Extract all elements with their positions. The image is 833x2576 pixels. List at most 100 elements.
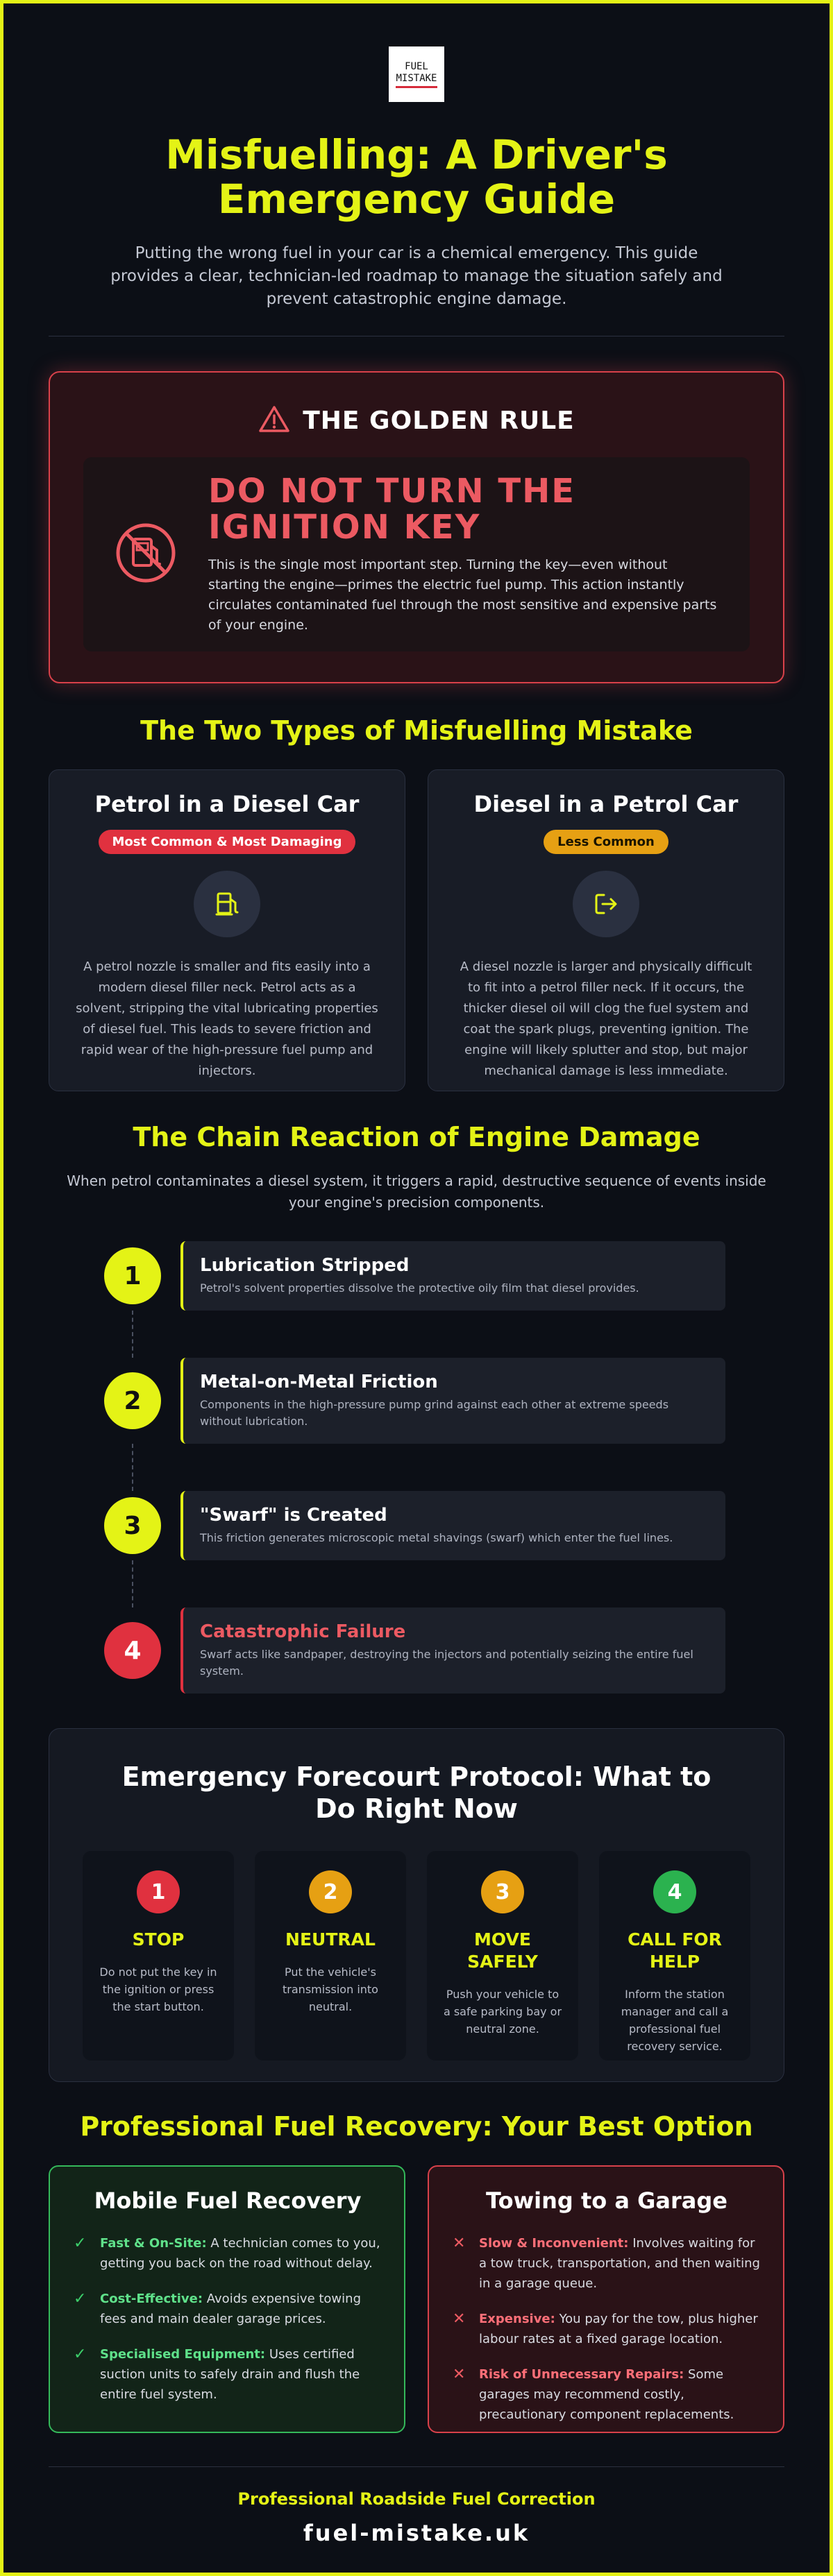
protocol-step-title: NEUTRAL [285, 1929, 376, 1950]
step-number: 3 [104, 1497, 161, 1554]
logo-line-1: FUEL [405, 60, 428, 72]
protocol-step-text: Push your vehicle to a safe parking bay … [443, 1988, 562, 2036]
mistake-card-text: A petrol nozzle is smaller and fits easi… [76, 959, 378, 1078]
protocol-step-text: Do not put the key in the ignition or pr… [99, 1965, 217, 2013]
step-text: Swarf acts like sandpaper, destroying th… [200, 1648, 693, 1678]
severity-badge: Less Common [544, 830, 668, 854]
protocol-step-number: 4 [653, 1870, 696, 1913]
recovery-cards: Mobile Fuel Recovery ✓ Fast & On-Site: A… [49, 2165, 784, 2433]
protocol-step-text: Inform the station manager and call a pr… [621, 1988, 729, 2053]
item-text: A technician comes to you, getting you b… [100, 2236, 380, 2271]
chain-steps: 1 Lubrication Stripped Petrol's solvent … [104, 1241, 736, 1694]
list-item: ✕ Risk of Unnecessary Repairs: Some gara… [453, 2364, 761, 2425]
protocol-step-title: STOP [132, 1929, 185, 1950]
step-title: "Swarf" is Created [200, 1505, 387, 1526]
mistake-card-text: A diesel nozzle is larger and physically… [460, 959, 752, 1078]
step-title: Metal-on-Metal Friction [200, 1372, 438, 1392]
step-title: Catastrophic Failure [200, 1621, 406, 1642]
item-text: Involves waiting for a tow truck, transp… [479, 2236, 760, 2291]
item-text: Avoids expensive towing fees and main de… [100, 2292, 361, 2326]
step-title: Lubrication Stripped [200, 1255, 410, 1276]
golden-rule-heading: THE GOLDEN RULE [303, 406, 575, 435]
golden-rule-text: This is the single most important step. … [208, 557, 717, 633]
chain-step: 3 "Swarf" is Created This friction gener… [104, 1491, 736, 1560]
golden-rule-text-block: DO NOT TURN THE IGNITION KEY This is the… [208, 473, 722, 636]
step-connector [104, 1560, 161, 1607]
mistake-card-title: Diesel in a Petrol Car [473, 791, 739, 817]
step-box: "Swarf" is Created This friction generat… [180, 1491, 725, 1560]
step-box: Catastrophic Failure Swarf acts like san… [180, 1607, 725, 1694]
step-text: Petrol's solvent properties dissolve the… [200, 1281, 639, 1295]
step-text: Components in the high-pressure pump gri… [200, 1398, 669, 1428]
mistake-card-diesel-in-petrol: Diesel in a Petrol Car Less Common A die… [428, 769, 784, 1091]
protocol-step-number: 2 [309, 1870, 352, 1913]
chain-step: 2 Metal-on-Metal Friction Components in … [104, 1358, 736, 1444]
item-label: Slow & Inconvenient: [479, 2236, 629, 2251]
protocol-step-neutral: 2 NEUTRAL Put the vehicle's transmission… [255, 1851, 406, 2061]
recovery-card-title: Mobile Fuel Recovery [94, 2187, 362, 2214]
warning-icon [258, 404, 290, 436]
list-item: ✕ Slow & Inconvenient: Involves waiting … [453, 2233, 761, 2294]
step-number: 4 [104, 1622, 161, 1679]
protocol-title: Emergency Forecourt Protocol: What to Do… [121, 1762, 712, 1824]
protocol-step-number: 1 [137, 1870, 180, 1913]
list-item: ✕ Expensive: You pay for the tow, plus h… [453, 2309, 761, 2349]
brand-logo: FUEL MISTAKE [389, 46, 444, 102]
protocol-step-number: 3 [481, 1870, 524, 1913]
step-box: Metal-on-Metal Friction Components in th… [180, 1358, 725, 1444]
footer-tagline: Professional Roadside Fuel Correction [237, 2489, 596, 2509]
protocol-steps: 1 STOP Do not put the key in the ignitio… [83, 1851, 750, 2061]
mobile-recovery-card: Mobile Fuel Recovery ✓ Fast & On-Site: A… [49, 2165, 405, 2433]
step-connector [104, 1444, 161, 1491]
check-icon: ✓ [74, 2346, 87, 2363]
protocol-step-title: MOVE SAFELY [467, 1929, 538, 1972]
chain-title: The Chain Reaction of Engine Damage [133, 1122, 700, 1152]
golden-rule-content: DO NOT TURN THE IGNITION KEY This is the… [83, 457, 750, 651]
step-text: This friction generates microscopic meta… [200, 1531, 673, 1544]
recovery-card-title: Towing to a Garage [486, 2187, 727, 2214]
mistake-card-petrol-in-diesel: Petrol in a Diesel Car Most Common & Mos… [49, 769, 405, 1091]
towing-drawbacks-list: ✕ Slow & Inconvenient: Involves waiting … [453, 2233, 761, 2425]
mistakes-cards: Petrol in a Diesel Car Most Common & Mos… [49, 769, 784, 1091]
item-label: Specialised Equipment: [100, 2347, 266, 2362]
list-item: ✓ Specialised Equipment: Uses certified … [74, 2344, 382, 2405]
step-box: Lubrication Stripped Petrol's solvent pr… [180, 1241, 725, 1311]
golden-rule-title: DO NOT TURN THE IGNITION KEY [208, 472, 576, 547]
fuel-pump-icon [194, 871, 260, 937]
item-label: Expensive: [479, 2312, 555, 2326]
cross-icon: ✕ [453, 2235, 466, 2252]
severity-badge: Most Common & Most Damaging [98, 830, 356, 854]
check-icon: ✓ [74, 2290, 87, 2308]
cross-icon: ✕ [453, 2366, 466, 2383]
page-title: Misfuelling: A Driver's Emergency Guide [165, 131, 668, 223]
recovery-title: Professional Fuel Recovery: Your Best Op… [80, 2111, 753, 2142]
no-fuel-pump-icon [111, 518, 180, 590]
protocol-step-title: CALL FOR HELP [628, 1929, 722, 1972]
towing-card: Towing to a Garage ✕ Slow & Inconvenient… [428, 2165, 784, 2433]
page-intro: Putting the wrong fuel in your car is a … [110, 244, 723, 308]
divider [49, 2466, 784, 2467]
item-label: Risk of Unnecessary Repairs: [479, 2367, 684, 2382]
item-text: You pay for the tow, plus higher labour … [479, 2312, 758, 2346]
protocol-panel: Emergency Forecourt Protocol: What to Do… [49, 1728, 784, 2082]
protocol-step-move-safely: 3 MOVE SAFELY Push your vehicle to a saf… [427, 1851, 578, 2061]
item-label: Fast & On-Site: [100, 2236, 207, 2251]
protocol-step-stop: 1 STOP Do not put the key in the ignitio… [83, 1851, 234, 2061]
exit-icon [573, 871, 639, 937]
item-text: Some garages may recommend costly, preca… [479, 2367, 734, 2422]
check-icon: ✓ [74, 2235, 87, 2252]
golden-rule-heading-row: THE GOLDEN RULE [83, 404, 750, 436]
step-number: 1 [104, 1247, 161, 1304]
golden-rule-panel: THE GOLDEN RULE DO NOT TURN THE IGNITION… [49, 371, 784, 683]
step-connector [104, 1311, 161, 1358]
chain-step: 4 Catastrophic Failure Swarf acts like s… [104, 1607, 736, 1694]
protocol-step-text: Put the vehicle's transmission into neut… [283, 1965, 378, 2013]
list-item: ✓ Fast & On-Site: A technician comes to … [74, 2233, 382, 2274]
list-item: ✓ Cost-Effective: Avoids expensive towin… [74, 2289, 382, 2329]
protocol-step-call-for-help: 4 CALL FOR HELP Inform the station manag… [599, 1851, 750, 2061]
chain-intro: When petrol contaminates a diesel system… [67, 1172, 766, 1211]
mistakes-title: The Two Types of Misfuelling Mistake [140, 715, 693, 746]
footer-website-link[interactable]: fuel-mistake.uk [303, 2520, 530, 2546]
chain-step: 1 Lubrication Stripped Petrol's solvent … [104, 1241, 736, 1311]
